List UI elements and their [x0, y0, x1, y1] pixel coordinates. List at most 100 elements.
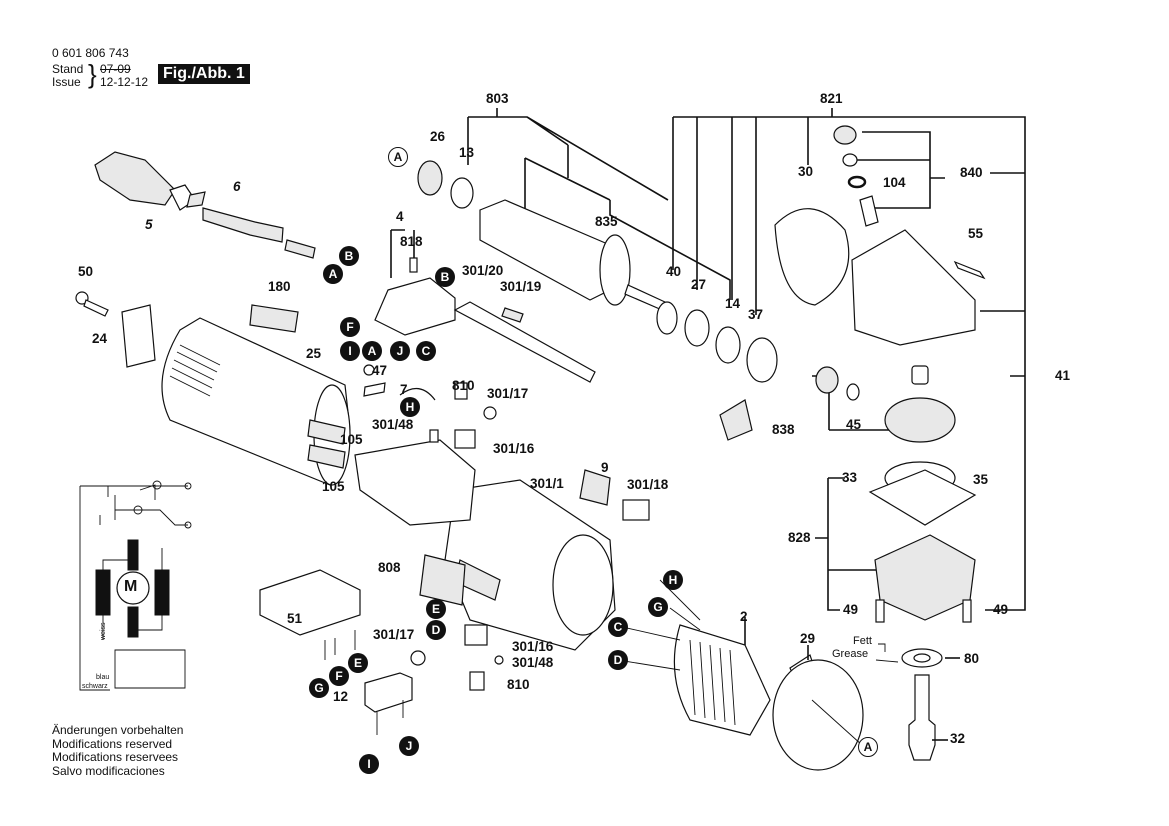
- part-number: 0 601 806 743: [52, 46, 129, 60]
- label-50: 50: [78, 264, 94, 279]
- connector-G: G: [309, 678, 329, 698]
- connector-D: D: [608, 650, 628, 670]
- lock-pin: [859, 195, 879, 227]
- connector-A-open: A: [388, 147, 408, 167]
- brush-holder-301-16-lower: [464, 624, 488, 646]
- label-7: 7: [400, 382, 408, 397]
- issue-label: Issue: [52, 75, 81, 89]
- field-coil-2: [617, 579, 771, 736]
- label-9: 9: [601, 460, 609, 475]
- footer-line: Modifications reservees: [52, 750, 179, 764]
- label-47: 47: [372, 363, 388, 378]
- issue-value: 12-12-12: [100, 75, 149, 89]
- label-803: 803: [486, 91, 509, 106]
- guard-30: [774, 208, 850, 306]
- label-105-lower: 105: [322, 479, 345, 494]
- spindle-32: [908, 674, 936, 761]
- grease-note-en: Grease: [832, 648, 869, 660]
- label-301-20: 301/20: [462, 263, 504, 278]
- label-32: 32: [950, 731, 966, 746]
- stand-label: Stand: [52, 62, 84, 76]
- bevel-gear: [884, 397, 956, 443]
- label-301-48-lower: 301/48: [512, 655, 554, 670]
- carbon-brush-810: [454, 382, 468, 400]
- footer-notes: Änderungen vorbehalten Modifications res…: [52, 723, 184, 778]
- footer-line: Änderungen vorbehalten: [52, 723, 184, 737]
- figure-badge: Fig./Abb. 1: [158, 64, 250, 84]
- connector-C: C: [608, 617, 628, 637]
- connector-B: B: [339, 246, 359, 266]
- bearing-flange: [874, 534, 976, 621]
- connector-J: J: [399, 736, 419, 756]
- stand-value: 07-09: [100, 62, 131, 76]
- label-51: 51: [287, 611, 303, 626]
- needle-bearing-41: [911, 365, 929, 385]
- cable-clip-24: [121, 304, 156, 368]
- wire-label-weiss: weiss: [100, 622, 107, 640]
- connector-D: D: [426, 620, 446, 640]
- grease-note-de: Fett: [853, 635, 872, 647]
- footer-line: Salvo modificaciones: [52, 763, 165, 778]
- label-828: 828: [788, 530, 811, 545]
- connector-I: I: [340, 341, 360, 361]
- wire-label-schwarz: schwarz: [82, 683, 108, 690]
- label-835: 835: [595, 214, 618, 229]
- power-plug: [94, 151, 206, 211]
- bearing-14: [715, 326, 741, 364]
- label-821: 821: [820, 91, 843, 106]
- nut-45: [846, 383, 860, 401]
- bracket-828: [815, 477, 880, 611]
- connector-J: J: [390, 341, 410, 361]
- label-45: 45: [846, 417, 862, 432]
- bracket-7: [363, 382, 386, 397]
- screw-49-left: [875, 599, 885, 623]
- label-4: 4: [396, 209, 404, 224]
- switch-carrier: [354, 439, 476, 526]
- brace: }: [88, 59, 97, 89]
- connector-E: E: [348, 653, 368, 673]
- brush-holder-4: [374, 229, 456, 336]
- felt-seal: [719, 399, 753, 441]
- label-105-upper: 105: [340, 432, 363, 447]
- motor-housing-25: [161, 304, 351, 486]
- motor-symbol: M: [124, 578, 138, 595]
- label-33: 33: [842, 470, 858, 485]
- screw-301-48-lower: [494, 655, 504, 665]
- label-808: [419, 554, 466, 606]
- carbon-brush-810-lower: [469, 671, 485, 691]
- label-301-17-upper: 301/17: [487, 386, 529, 401]
- capacitor-12: [364, 672, 413, 713]
- connector-H: H: [400, 397, 420, 417]
- lock-button: [833, 125, 857, 145]
- label-810-lower: 810: [507, 677, 530, 692]
- o-ring-104: [847, 175, 867, 189]
- label-13: 13: [459, 145, 475, 160]
- label-27: 27: [691, 277, 707, 292]
- screw-50: [75, 291, 109, 317]
- label-301-16-lower: 301/16: [512, 639, 554, 654]
- label-29: 29: [800, 631, 816, 646]
- label-810-upper: 810: [452, 378, 475, 393]
- label-104: 104: [883, 175, 906, 190]
- air-guide-29: [772, 654, 864, 771]
- ring-27: [684, 309, 710, 347]
- label-5: 5: [145, 217, 153, 232]
- connector-A: A: [362, 341, 382, 361]
- connector-B: B: [435, 267, 455, 287]
- connector-F: F: [340, 317, 360, 337]
- gear-housing-821: [851, 229, 976, 346]
- connector-F: F: [329, 666, 349, 686]
- gasket-35: [868, 469, 977, 526]
- pinion-838: [815, 366, 839, 394]
- screw-47: [363, 364, 375, 376]
- label-40: 40: [666, 264, 682, 279]
- screw-49-right: [962, 599, 972, 623]
- label-24: 24: [92, 331, 108, 346]
- wiring-schematic: [79, 480, 192, 691]
- armature-835: [479, 199, 666, 311]
- label-49-left: 49: [843, 602, 859, 617]
- label-301-1: 301/1: [530, 476, 564, 491]
- bearing-13: [450, 177, 474, 209]
- label-26: 26: [430, 129, 446, 144]
- label-6: 6: [233, 179, 241, 194]
